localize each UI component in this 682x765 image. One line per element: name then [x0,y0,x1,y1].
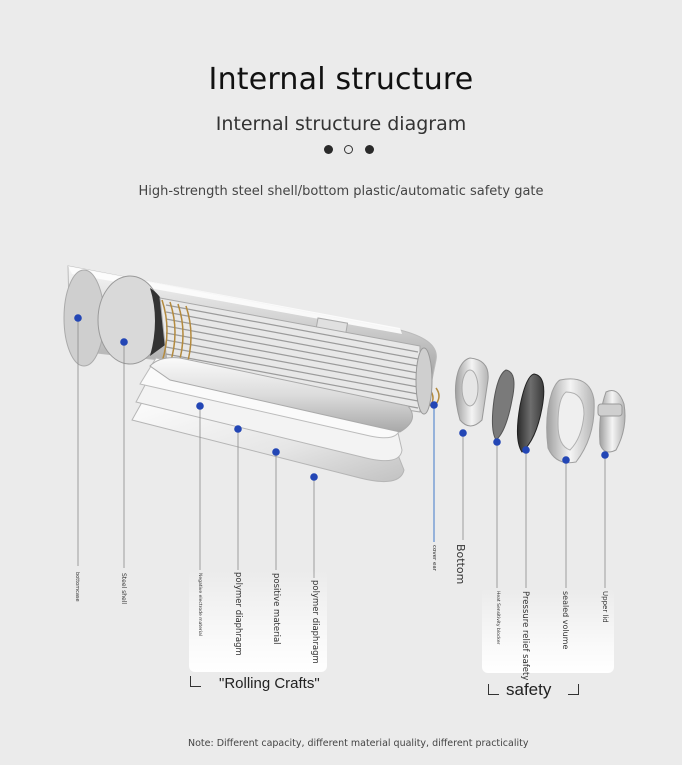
leader-lines [77,318,606,588]
heat-blocker-part [491,369,515,441]
label-bottom: Bottom [454,544,467,585]
marker-dot [272,448,280,456]
sealed-volume-part [546,378,595,464]
label-sealed-volume: sealed volume [561,591,570,650]
label-heat-sensitivity-blocker: Heat Sensitivity blocker [495,591,500,645]
marker-dot [120,338,128,346]
carousel-dots[interactable] [320,145,380,157]
label-polymer-diaphragm-1: polymer diaphragm [233,572,243,656]
page-title: Internal structure [208,62,474,97]
carousel-dot-2[interactable] [344,145,353,154]
label-upper-lid: Upper lid [601,591,609,623]
label-cover-ear: cover ear [431,545,437,572]
group-rolling-crafts: "Rolling Crafts" [219,675,320,692]
marker-dot [562,456,570,464]
pressure-relief-part [516,373,545,453]
label-negative-electrode: Negative electrode material [197,573,202,636]
marker-dot [74,314,82,322]
page-subtitle: Internal structure diagram [215,113,467,135]
carousel-dot-3[interactable] [365,145,374,154]
bracket-left-safety [488,684,499,695]
carousel-dot-1[interactable] [324,145,333,154]
marker-dot [310,473,318,481]
label-positive-material: positive material [271,573,281,645]
rolling-crafts-panel [189,570,327,672]
marker-dots [74,314,609,481]
bracket-right-safety [568,684,579,695]
marker-dot [234,425,242,433]
upper-lid-part [597,390,626,453]
label-pressure-relief-safety: Pressure relief safety [520,591,530,681]
tagline: High-strength steel shell/bottom plastic… [138,184,544,199]
marker-dot [459,429,467,437]
marker-dot [196,402,204,410]
marker-dot [430,401,438,409]
marker-dot [601,451,609,459]
label-bottomcase: bottomcase [74,572,80,602]
safety-panel [482,588,614,673]
label-polymer-diaphragm-2: polymer diaphragm [310,580,320,664]
group-safety: safety [506,680,552,699]
marker-dot [522,446,530,454]
footer-note: Note: Different capacity, different mate… [188,738,529,749]
electrode-sheets-part [131,357,413,483]
bracket-left [190,676,201,687]
bottom-part [454,357,489,427]
label-steel-shell: Steel shell [120,573,127,605]
marker-dot [493,438,501,446]
